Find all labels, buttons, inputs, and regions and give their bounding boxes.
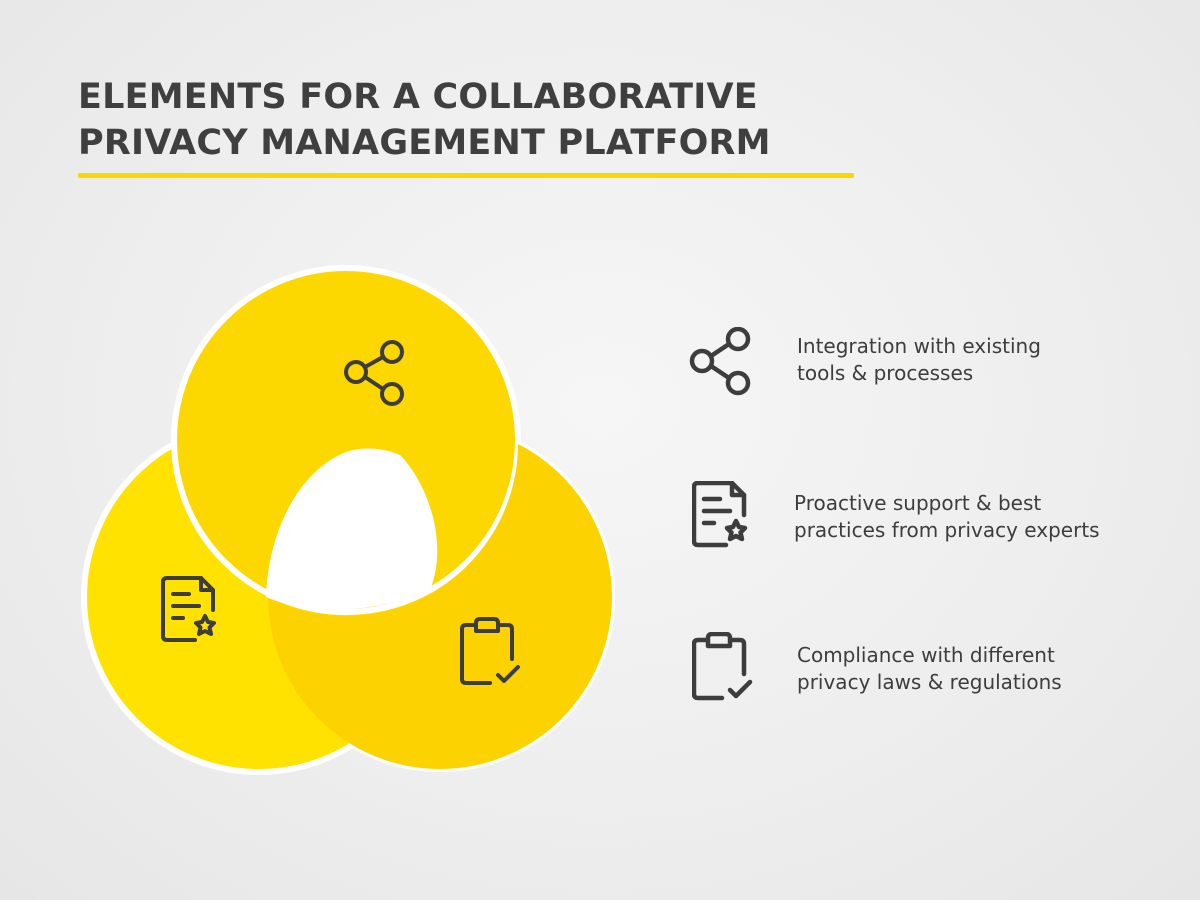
share-icon	[689, 327, 751, 396]
legend-line: Proactive support & best	[794, 491, 1042, 515]
center-gap	[266, 448, 438, 610]
title-line-1: ELEMENTS FOR A COLLABORATIVE	[78, 77, 758, 117]
share-icon	[344, 340, 404, 406]
legend-line: privacy laws & regulations	[797, 670, 1062, 694]
legend-text-compliance: Compliance with different privacy laws &…	[797, 642, 1062, 696]
title-line-2: PRIVACY MANAGEMENT PLATFORM	[78, 123, 771, 163]
circle-compliance-overlap	[268, 444, 612, 769]
document-star-icon	[692, 481, 748, 548]
clipboard-check-icon	[460, 617, 520, 685]
page-title: ELEMENTS FOR A COLLABORATIVE PRIVACY MAN…	[78, 74, 771, 166]
legend-line: tools & processes	[797, 361, 974, 385]
document-star-icon	[161, 576, 216, 642]
legend-line: Compliance with different	[797, 643, 1055, 667]
legend-line: practices from privacy experts	[794, 518, 1100, 542]
legend-text-integration: Integration with existing tools & proces…	[797, 333, 1041, 387]
clipboard-check-icon	[692, 632, 753, 701]
legend-text-expert-support: Proactive support & best practices from …	[794, 490, 1100, 544]
legend-line: Integration with existing	[797, 334, 1041, 358]
title-underline	[78, 173, 854, 178]
